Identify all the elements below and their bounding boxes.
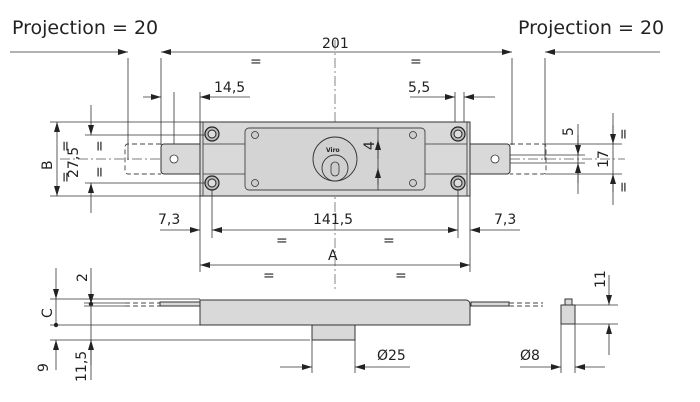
equal-mark: = <box>92 166 108 178</box>
lock-front-view: Viro <box>124 121 547 197</box>
cylinder-offset-value: 4 <box>362 141 378 150</box>
lock-side-view <box>84 298 576 341</box>
cylinder-boss <box>311 324 356 341</box>
width-dimensions: 7,3 7,3 141,5 = = A = = <box>158 190 520 284</box>
dim-a-label: A <box>328 248 338 264</box>
bolt-dimensions: 5 17 = = <box>510 113 632 205</box>
equal-mark: = <box>92 140 108 152</box>
rod-height-value: 11 <box>593 270 609 288</box>
cylinder-offset-dimension: 4 <box>362 128 381 190</box>
overall-length-value: 201 <box>322 36 349 52</box>
rod-diameter-value: Ø8 <box>520 348 540 364</box>
edge-right-value: 7,3 <box>494 212 516 228</box>
cylinder-diameter-value: Ø25 <box>377 348 406 364</box>
bolt-thickness-value: 5 <box>561 127 577 136</box>
bolt-offset-dimension: 14,5 <box>143 80 250 155</box>
projection-left-label: Projection = 20 <box>12 17 158 39</box>
right-bolt <box>469 143 511 175</box>
projection-right-label: Projection = 20 <box>518 17 664 39</box>
equal-mark: = <box>410 54 422 70</box>
mounting-screw-icon <box>204 126 466 191</box>
bolt-height-value: 17 <box>596 150 612 168</box>
depth-11-5-value: 11,5 <box>74 351 90 382</box>
equal-mark: = <box>383 233 395 249</box>
bolt-offset-value: 14,5 <box>214 80 245 96</box>
depth-dimensions: C 2 9 11,5 Ø25 Ø8 11 <box>36 268 618 382</box>
depth-9-value: 9 <box>36 363 52 372</box>
height-dimensions: B 27,5 = = = = <box>40 105 205 213</box>
rod-gap-value: 2 <box>75 273 91 282</box>
brand-logo: Viro <box>326 147 340 154</box>
rod-section <box>560 304 576 325</box>
equal-mark: = <box>616 181 632 193</box>
equal-mark: = <box>250 54 262 70</box>
plate-screw-icon <box>251 131 417 187</box>
cylinder-icon: Viro <box>312 136 358 182</box>
equal-mark: = <box>58 171 74 183</box>
edge-left-value: 7,3 <box>158 212 180 228</box>
overall-length-dimension: 201 = = <box>10 36 660 160</box>
equal-mark: = <box>276 233 288 249</box>
dim-c-label: C <box>40 308 56 318</box>
dim-b-label: B <box>40 160 56 170</box>
height-value: 27,5 <box>66 147 82 178</box>
left-bolt <box>160 143 201 175</box>
equal-mark: = <box>616 128 632 140</box>
equal-mark: = <box>395 268 407 284</box>
hole-offset-value: 5,5 <box>408 80 430 96</box>
equal-mark: = <box>263 268 275 284</box>
screw-spacing-value: 141,5 <box>313 212 353 228</box>
hole-offset-dimension: 5,5 <box>408 80 495 125</box>
equal-mark: = <box>58 140 74 152</box>
